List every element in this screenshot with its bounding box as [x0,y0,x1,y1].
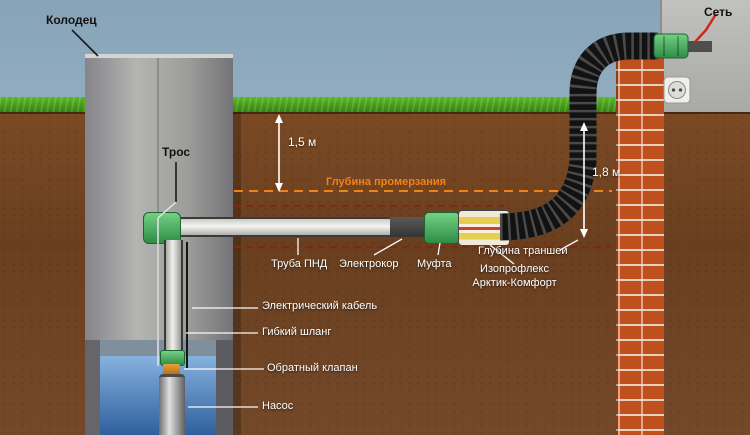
label-electrocord: Электрокор [339,258,399,270]
leader-well [71,29,99,57]
vertical-hose [164,240,183,354]
label-pump: Насос [262,400,294,412]
label-freeze-depth: Глубина промерзания [326,176,447,188]
label-izoproflex-line2: Арктик-Комфорт [472,277,557,289]
submersible-pump [159,374,185,435]
label-pipe-pnd: Труба ПНД [271,258,328,270]
label-rope: Трос [162,145,191,159]
label-trench-depth: Глубина траншеи [478,245,568,257]
well-interior-wall-right [216,340,233,435]
label-power: Сеть [704,5,733,19]
label-izoproflex: Изопрофлекс Арктик-Комфорт [452,262,577,290]
label-well: Колодец [46,13,97,27]
electrocord-section [390,217,424,237]
brick-foundation-wall [616,54,664,435]
well-interior-band [100,340,216,357]
label-coupling: Муфта [417,258,452,270]
well-side-shadow [233,112,241,435]
label-electric-cable: Электрический кабель [262,300,378,312]
coupling-fitting [424,212,460,244]
well-ring-seam [157,58,159,343]
well-water [100,356,216,435]
label-flexible-hose: Гибкий шланг [262,326,332,338]
label-izoproflex-line1: Изопрофлекс [480,263,549,275]
izoproflex-cross-section [458,210,510,246]
check-valve-part [163,364,180,375]
label-depth-18: 1,8 м [592,165,621,179]
horizontal-pnd-pipe [158,217,463,237]
label-check-valve: Обратный клапан [267,362,358,374]
label-depth-15: 1,5 м [288,135,317,149]
well-interior-wall-left [85,340,100,435]
